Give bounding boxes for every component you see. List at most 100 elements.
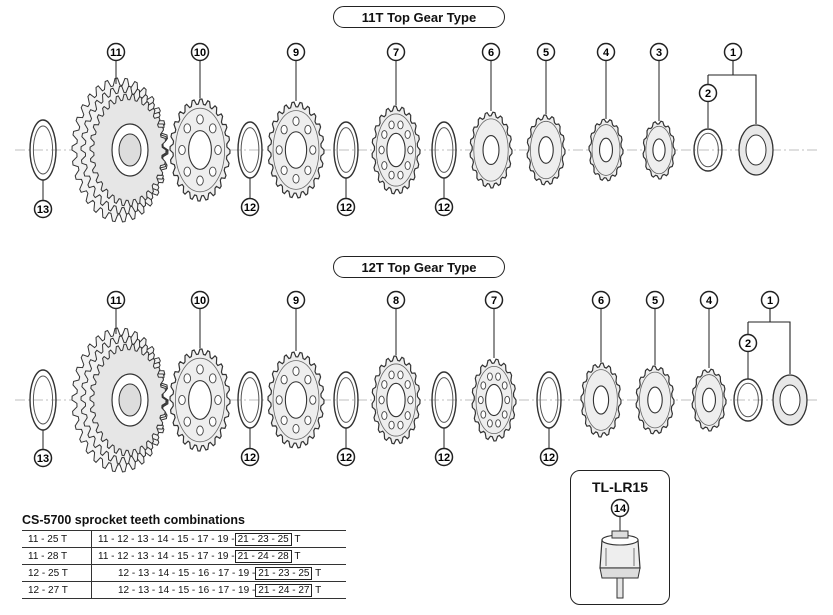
combinations-heading: CS-5700 sprocket teeth combinations — [22, 513, 245, 527]
washer-2 — [693, 128, 723, 172]
svg-text:8: 8 — [393, 295, 399, 307]
sprocket — [267, 101, 325, 199]
callout-13: 13 — [33, 448, 53, 468]
sprocket — [371, 355, 421, 445]
sprocket — [635, 365, 675, 435]
sprocket — [588, 118, 624, 182]
svg-text:2: 2 — [705, 88, 711, 100]
svg-text:13: 13 — [37, 453, 49, 465]
svg-text:1: 1 — [730, 47, 736, 59]
sprocket-cluster-11 — [71, 77, 169, 223]
spacer-12 — [431, 371, 457, 429]
svg-text:6: 6 — [598, 295, 604, 307]
sequence-cell: 12 - 13 - 14 - 15 - 16 - 17 - 19 -21 - 2… — [91, 581, 346, 599]
callout-12: 12 — [240, 197, 260, 217]
svg-text:13: 13 — [37, 204, 49, 216]
svg-text:11: 11 — [110, 47, 122, 59]
callout-12: 12 — [336, 197, 356, 217]
title-12t-top-gear-type: 12T Top Gear Type — [333, 256, 505, 278]
sprocket — [469, 111, 513, 189]
sprocket — [471, 358, 517, 442]
callout-7: 7 — [484, 290, 504, 310]
svg-text:12: 12 — [340, 452, 352, 464]
spacer-12 — [431, 121, 457, 179]
range-cell: 12 - 25 T — [22, 564, 92, 582]
sequence-cell: 12 - 13 - 14 - 15 - 16 - 17 - 19 -21 - 2… — [91, 564, 346, 582]
svg-text:2: 2 — [745, 338, 751, 350]
callout-12: 12 — [434, 447, 454, 467]
spacer-12 — [536, 371, 562, 429]
svg-text:12: 12 — [438, 452, 450, 464]
svg-text:9: 9 — [293, 47, 299, 59]
svg-text:5: 5 — [652, 295, 658, 307]
sprocket — [267, 351, 325, 449]
svg-text:10: 10 — [194, 47, 206, 59]
sequence-boxed: 21 - 23 - 25 — [234, 532, 292, 546]
sequence-boxed: 21 - 23 - 25 — [255, 566, 313, 580]
sequence-suffix: T — [294, 533, 301, 545]
svg-text:4: 4 — [706, 295, 713, 307]
callout-12: 12 — [240, 447, 260, 467]
table-row: 11 - 25 T 11 - 12 - 13 - 14 - 15 - 17 - … — [22, 530, 346, 548]
svg-text:10: 10 — [194, 295, 206, 307]
callout-5: 5 — [645, 290, 665, 310]
sprocket — [371, 105, 421, 195]
callout-7: 7 — [386, 42, 406, 62]
lockring-tool-icon — [599, 530, 641, 599]
svg-text:1: 1 — [767, 295, 773, 307]
combinations-table: 11 - 25 T 11 - 12 - 13 - 14 - 15 - 17 - … — [22, 530, 346, 599]
svg-text:9: 9 — [293, 295, 299, 307]
callout-6: 6 — [481, 42, 501, 62]
sequence-boxed: 21 - 24 - 27 — [255, 583, 313, 597]
callout-1: 1 — [723, 42, 743, 62]
svg-text:3: 3 — [656, 47, 662, 59]
svg-text:7: 7 — [393, 47, 399, 59]
svg-text:12: 12 — [340, 202, 352, 214]
sprocket-cluster-11 — [71, 327, 169, 473]
callout-4: 4 — [699, 290, 719, 310]
range-cell: 11 - 25 T — [22, 530, 92, 548]
svg-text:6: 6 — [488, 47, 494, 59]
sprocket — [169, 348, 231, 452]
callout-8: 8 — [386, 290, 406, 310]
sprocket — [580, 362, 622, 438]
svg-text:4: 4 — [603, 47, 610, 59]
sprocket — [691, 368, 727, 432]
callout-2: 2 — [738, 333, 758, 353]
sequence-suffix: T — [315, 567, 322, 579]
callout-9: 9 — [286, 290, 306, 310]
svg-text:14: 14 — [614, 503, 627, 515]
callout-1: 1 — [760, 290, 780, 310]
callout-9: 9 — [286, 42, 306, 62]
title-11t-top-gear-type: 11T Top Gear Type — [333, 6, 505, 28]
callout-10: 10 — [190, 290, 210, 310]
range-cell: 12 - 27 T — [22, 581, 92, 599]
callout-10: 10 — [190, 42, 210, 62]
sequence-suffix: T — [315, 584, 322, 596]
table-row: 11 - 28 T 11 - 12 - 13 - 14 - 15 - 17 - … — [22, 547, 346, 565]
sequence-cell: 11 - 12 - 13 - 14 - 15 - 17 - 19 -21 - 2… — [91, 547, 346, 565]
range-cell: 11 - 28 T — [22, 547, 92, 565]
lockring-1 — [738, 124, 774, 176]
sprocket — [169, 98, 231, 202]
sequence-main: 12 - 13 - 14 - 15 - 16 - 17 - 19 - — [118, 584, 256, 596]
svg-text:12: 12 — [244, 452, 256, 464]
svg-text:12: 12 — [543, 452, 555, 464]
svg-text:12: 12 — [244, 202, 256, 214]
callout-12: 12 — [434, 197, 454, 217]
sequence-main: 11 - 12 - 13 - 14 - 15 - 17 - 19 - — [98, 550, 235, 562]
sequence-suffix: T — [294, 550, 301, 562]
callout-3: 3 — [649, 42, 669, 62]
callout-12: 12 — [539, 447, 559, 467]
sequence-main: 12 - 13 - 14 - 15 - 16 - 17 - 19 - — [118, 567, 256, 579]
callout-11: 11 — [106, 42, 126, 62]
callout-13: 13 — [33, 199, 53, 219]
tool-box: TL-LR15 — [570, 470, 670, 605]
sequence-boxed: 21 - 24 - 28 — [234, 549, 292, 563]
callout-2: 2 — [698, 83, 718, 103]
tool-name: TL-LR15 — [592, 479, 648, 495]
table-row: 12 - 25 T 12 - 13 - 14 - 15 - 16 - 17 - … — [22, 564, 346, 582]
sequence-main: 11 - 12 - 13 - 14 - 15 - 17 - 19 - — [98, 533, 235, 545]
table-row: 12 - 27 T 12 - 13 - 14 - 15 - 16 - 17 - … — [22, 581, 346, 599]
